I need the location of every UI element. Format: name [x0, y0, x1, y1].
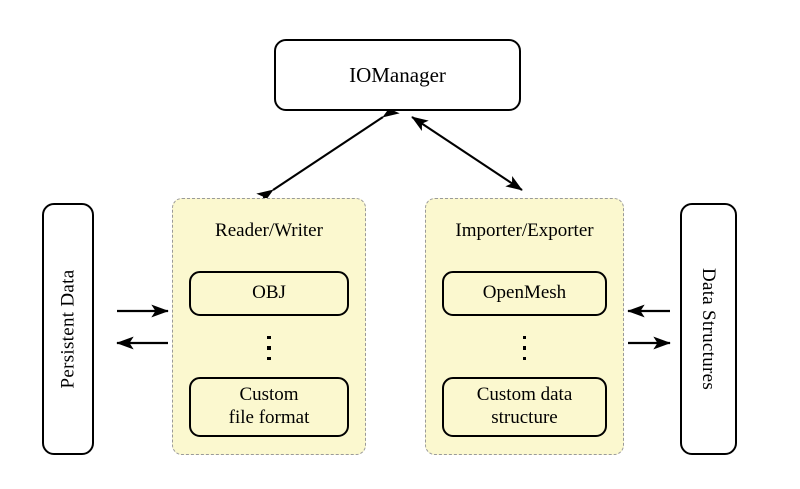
node-custom-file-format[interactable]: Custom file format — [189, 377, 349, 437]
persistent-data-label: Persistent Data — [56, 269, 78, 389]
persistent-data-node[interactable]: Persistent Data — [42, 203, 94, 455]
data-structures-label: Data Structures — [698, 267, 720, 391]
group-reader-writer[interactable]: Reader/Writer OBJ Custom file format — [172, 198, 366, 455]
node-obj[interactable]: OBJ — [189, 271, 349, 316]
node-openmesh-label: OpenMesh — [482, 282, 567, 304]
node-custom-data-structure-label: Custom data structure — [477, 384, 573, 430]
io-manager-label: IOManager — [349, 62, 446, 87]
group-importer-exporter[interactable]: Importer/Exporter OpenMesh Custom data s… — [425, 198, 624, 455]
node-obj-label: OBJ — [252, 282, 286, 304]
arrow-manager-reader-writer — [256, 103, 400, 204]
importer-exporter-ellipsis-icon — [426, 328, 623, 368]
node-custom-file-format-line1: Custom — [239, 384, 299, 406]
node-custom-data-structure-line1: Custom data — [476, 384, 573, 406]
node-custom-data-structure-line2: structure — [491, 407, 558, 428]
reader-writer-ellipsis-icon — [173, 328, 365, 368]
node-custom-file-format-label: Custom file format — [229, 384, 310, 430]
group-reader-writer-title: Reader/Writer — [215, 220, 323, 241]
io-manager-node[interactable]: IOManager — [274, 39, 521, 111]
arrow-manager-importer-exporter — [411, 116, 523, 191]
data-structures-node[interactable]: Data Structures — [680, 203, 737, 455]
node-custom-file-format-line2: file format — [228, 407, 310, 428]
group-importer-exporter-title: Importer/Exporter — [455, 220, 594, 241]
node-openmesh[interactable]: OpenMesh — [442, 271, 607, 316]
node-custom-data-structure[interactable]: Custom data structure — [442, 377, 607, 437]
